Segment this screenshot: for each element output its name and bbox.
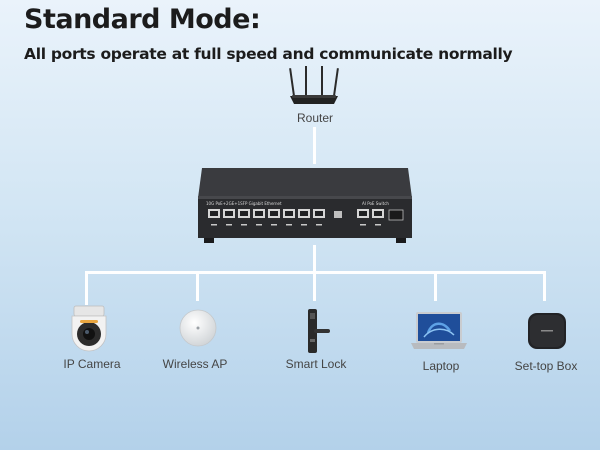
router-label: Router [296, 111, 334, 125]
page-title: Standard Mode: [24, 4, 261, 35]
drop-line-ip-camera [85, 271, 88, 305]
laptop-icon [411, 312, 467, 349]
switch-front-text: 10G PoE+2GE+1SFP Gigabit Ethernet [206, 201, 282, 206]
poe-switch-icon: 10G PoE+2GE+1SFP Gigabit Ethernet AI PoE… [198, 168, 412, 243]
router-icon [289, 66, 339, 104]
router-switch-line [313, 127, 316, 164]
device-label-wireless-ap: Wireless AP [162, 357, 228, 371]
wireless-ap-icon [179, 309, 217, 347]
drop-line-laptop [434, 271, 437, 301]
smart-lock-icon [308, 309, 330, 353]
device-label-laptop: Laptop [422, 359, 460, 373]
device-label-set-top-box: Set-top Box [514, 359, 578, 373]
drop-line-smart-lock [313, 271, 316, 301]
drop-line-set-top-box [543, 271, 546, 301]
ip-camera-icon [71, 305, 107, 352]
switch-brand-text: AI PoE Switch [362, 201, 389, 206]
set-top-box-icon [528, 313, 566, 349]
drop-line-wireless-ap [196, 271, 199, 301]
device-label-smart-lock: Smart Lock [285, 357, 347, 371]
switch-trunk-line [313, 245, 316, 272]
device-label-ip-camera: IP Camera [63, 357, 121, 371]
page-subtitle: All ports operate at full speed and comm… [24, 45, 513, 63]
